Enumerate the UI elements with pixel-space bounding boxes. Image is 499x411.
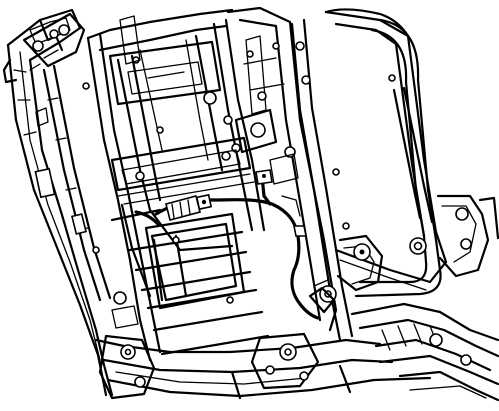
- left-side-frame: [2, 8, 114, 397]
- upper-hinge-bracket: [22, 12, 87, 235]
- rivets-and-fasteners: [82, 74, 396, 304]
- middle-cross-bar: [110, 136, 255, 298]
- right-upright: [281, 18, 354, 342]
- seat-latch: [308, 234, 384, 314]
- left-tube-rod: [42, 64, 112, 302]
- upper-cross-member: [108, 15, 222, 106]
- lower-base-rails: [94, 291, 499, 402]
- lumbar-support-frame: [128, 212, 270, 356]
- right-side-tube: [354, 18, 442, 298]
- wiring-harness: [134, 169, 320, 320]
- recliner-hinge-right: [409, 194, 499, 278]
